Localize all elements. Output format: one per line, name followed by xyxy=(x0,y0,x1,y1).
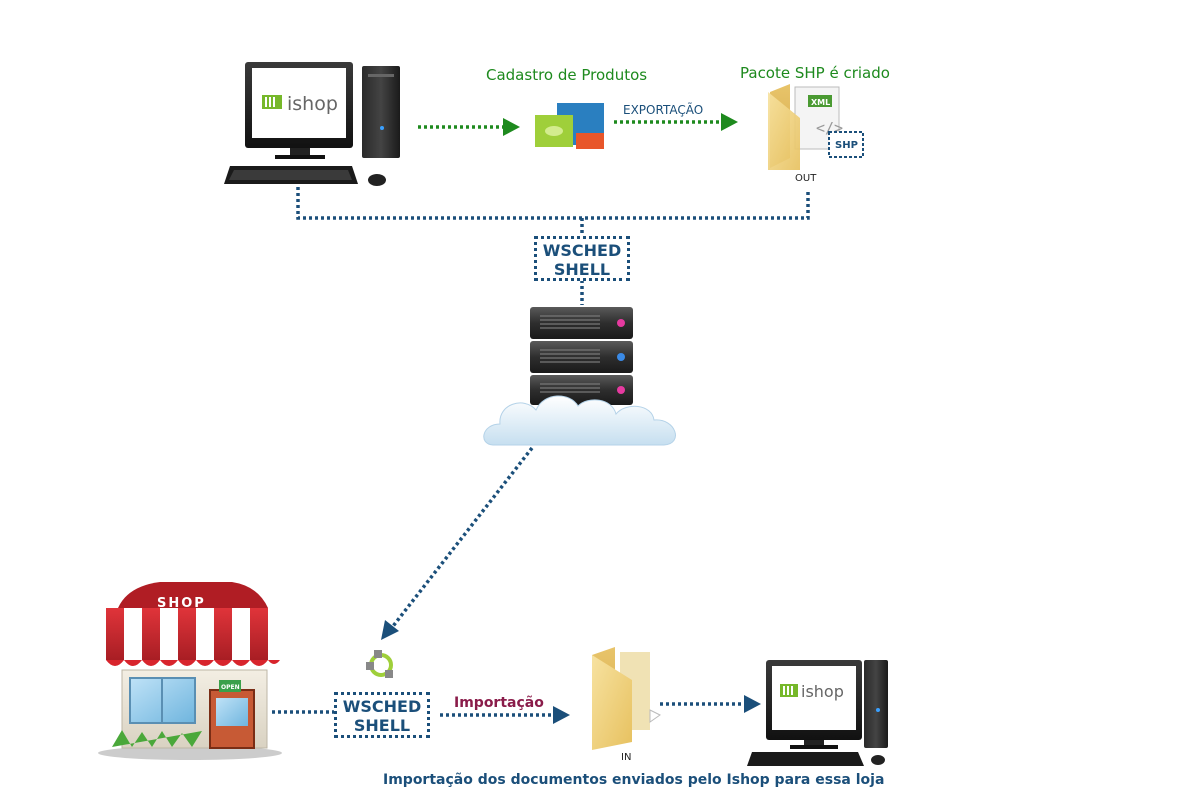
product-registry-icon xyxy=(535,103,604,149)
pacote-label: Pacote SHP é criado xyxy=(740,64,890,82)
wsched-shell-box-top: WSCHED SHELL xyxy=(534,236,630,281)
shp-tag: SHP xyxy=(835,140,858,151)
arrowhead-importacao xyxy=(553,706,570,724)
ishop-logo-icon xyxy=(262,95,282,109)
arrowhead-exportacao xyxy=(721,113,738,131)
shop-sign: SHOP xyxy=(157,596,206,611)
importacao-label: Importação xyxy=(454,695,544,711)
wsched-top-line2: SHELL xyxy=(553,260,611,279)
folder-in-icon xyxy=(592,647,661,750)
cloud-icon xyxy=(483,395,676,446)
ishop-logo-text-bottom: ishop xyxy=(801,682,844,701)
shop-icon: OPEN SHOP xyxy=(98,582,282,760)
wsched-bottom-line2: SHELL xyxy=(353,716,411,735)
footer-caption: Importação dos documentos enviados pelo … xyxy=(383,772,885,788)
open-sign: OPEN xyxy=(221,684,240,691)
in-label: IN xyxy=(621,752,632,763)
flow-arrow-server-to-shop xyxy=(388,446,534,632)
computer-bottom-icon xyxy=(747,660,888,766)
cadastro-label: Cadastro de Produtos xyxy=(486,66,648,84)
xml-tag: XML xyxy=(811,98,830,107)
arrowhead-cadastro xyxy=(503,118,520,136)
ishop-logo-text-top: ishop xyxy=(287,93,338,115)
wsched-shell-box-bottom: WSCHED SHELL xyxy=(334,692,430,738)
wsched-top-line1: WSCHED xyxy=(542,241,622,260)
server-icon xyxy=(530,307,633,405)
out-label: OUT xyxy=(795,173,817,184)
computer-top-icon xyxy=(224,62,400,186)
ishop-logo-icon-bottom xyxy=(780,684,798,697)
connector-icon xyxy=(366,650,393,678)
connector-top xyxy=(296,187,810,220)
arrowhead-to-computer xyxy=(744,695,761,713)
exportacao-label: EXPORTAÇÃO xyxy=(623,103,704,117)
server-cloud-icon xyxy=(483,307,676,446)
folder-out-icon: XML </> SHP xyxy=(768,84,864,170)
arrowhead-server-to-shop xyxy=(381,620,399,640)
wsched-bottom-line1: WSCHED xyxy=(342,697,422,716)
